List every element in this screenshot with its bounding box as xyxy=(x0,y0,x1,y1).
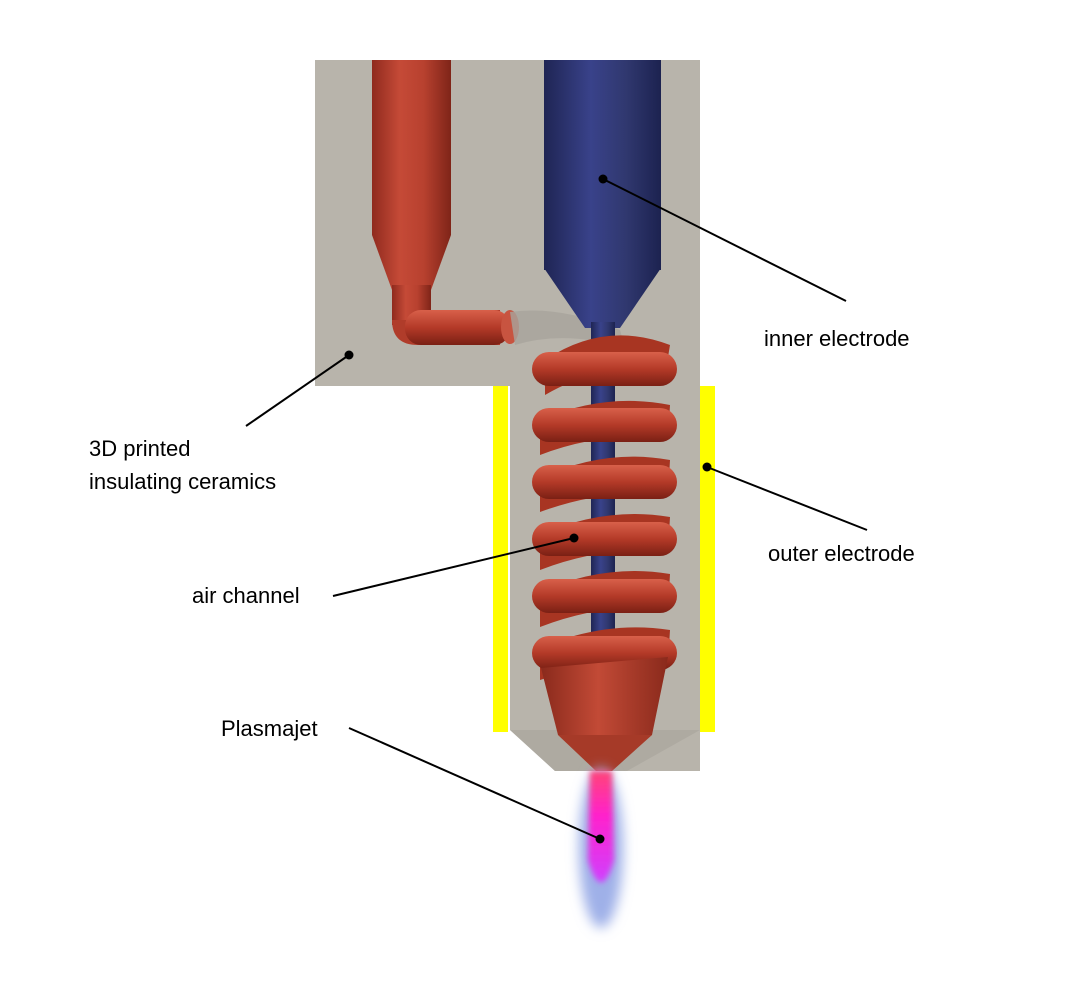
plasma-jet xyxy=(579,768,623,928)
label-air-channel: air channel xyxy=(192,583,300,608)
label-plasmajet: Plasmajet xyxy=(221,716,318,741)
outer-electrode-right xyxy=(700,386,715,732)
leader-plasmajet xyxy=(348,727,605,844)
leader-air-channel xyxy=(332,533,579,597)
label-inner-electrode: inner electrode xyxy=(764,326,910,351)
leader-ceramics xyxy=(245,350,354,427)
air-inlet-tube xyxy=(372,60,625,348)
label-ceramics-line1: 3D printed xyxy=(89,436,191,461)
leader-outer-electrode xyxy=(702,462,868,531)
label-ceramics-line2: insulating ceramics xyxy=(89,469,277,494)
label-outer-electrode: outer electrode xyxy=(768,541,915,566)
leader-inner-electrode xyxy=(598,174,847,302)
outer-electrode-left xyxy=(493,386,508,732)
nozzle xyxy=(541,657,668,771)
